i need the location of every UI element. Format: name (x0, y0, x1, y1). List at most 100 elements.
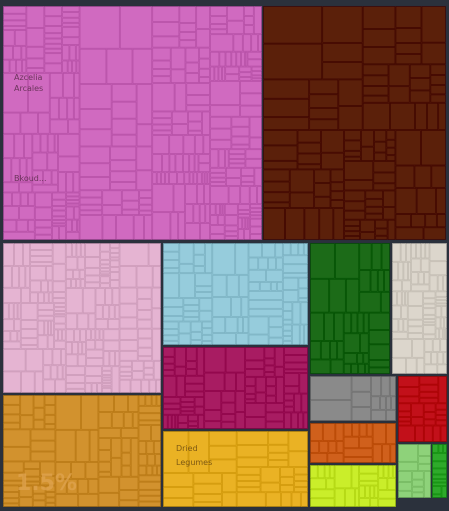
treemap-subcell (423, 322, 436, 325)
treemap-subcell (136, 84, 153, 125)
treemap-subcell (237, 229, 244, 240)
treemap-subcell (37, 320, 45, 336)
treemap-subcell (183, 305, 200, 312)
treemap-tile-grid-gold (163, 431, 308, 507)
treemap-subcell (72, 60, 77, 73)
treemap-subcell (189, 172, 194, 184)
treemap-subcell (245, 369, 265, 377)
treemap-subcell (298, 277, 308, 289)
treemap-subcell (33, 407, 45, 420)
treemap-subcell (343, 423, 352, 437)
treemap-subcell (392, 319, 399, 332)
treemap-subcell (199, 310, 213, 322)
treemap-subcell (80, 243, 85, 257)
treemap-subcell (381, 376, 390, 397)
treemap-subcell (152, 36, 180, 48)
treemap-subcell (59, 226, 66, 240)
treemap-subcell (373, 161, 396, 173)
treemap-subcell (195, 273, 213, 287)
treemap-subcell (65, 354, 78, 367)
treemap-subcell (245, 417, 266, 429)
treemap-subcell (227, 20, 244, 35)
treemap-subcell (210, 80, 240, 106)
treemap-subcell (185, 73, 199, 84)
treemap-subcell (111, 366, 120, 393)
treemap-subcell (95, 329, 100, 340)
treemap-subcell (233, 34, 243, 52)
treemap-subcell (26, 58, 45, 68)
treemap-subcell (268, 316, 283, 328)
treemap-subcell (266, 269, 283, 282)
treemap-subcell (23, 469, 40, 477)
treemap-subcell (310, 243, 335, 279)
treemap-subcell (171, 111, 188, 124)
treemap-subcell (274, 366, 284, 377)
treemap-subcell (66, 200, 80, 204)
treemap-subcell (225, 66, 240, 75)
treemap-subdivisions (3, 6, 447, 507)
treemap-subcell (102, 370, 112, 375)
treemap-subcell (228, 186, 241, 204)
treemap-subcell (19, 485, 33, 498)
treemap-subcell (374, 152, 387, 161)
treemap-subcell (383, 207, 396, 220)
treemap-subcell (210, 24, 227, 30)
treemap-subcell (201, 341, 213, 345)
treemap-subcell (412, 471, 424, 480)
treemap-subcell (55, 462, 71, 479)
treemap-subcell (201, 334, 213, 341)
treemap-subcell (197, 172, 202, 184)
treemap-subcell (282, 277, 299, 290)
treemap-subcell (436, 187, 446, 214)
treemap-subcell (440, 425, 447, 442)
treemap-subcell (79, 48, 107, 84)
treemap-subcell (49, 97, 59, 120)
treemap-subcell (398, 387, 420, 397)
treemap-subcell (435, 300, 447, 304)
treemap-subcell (375, 219, 388, 229)
treemap-subcell (268, 431, 289, 445)
treemap-subcell (55, 493, 79, 507)
treemap-subcell (407, 326, 423, 333)
treemap-subcell (186, 347, 197, 362)
treemap-subcell (212, 243, 236, 275)
treemap-subcell (50, 365, 58, 380)
treemap-subcell (55, 478, 67, 494)
treemap-subcell (52, 349, 61, 366)
treemap-subcell (250, 226, 262, 234)
treemap-subcell (228, 149, 246, 155)
treemap-subcell (62, 22, 80, 27)
treemap-subcell (114, 395, 128, 413)
treemap-subcell (110, 257, 120, 261)
treemap-subcell (235, 412, 245, 429)
treemap-subcell (395, 214, 411, 228)
treemap-subcell (26, 68, 45, 73)
treemap-subcell (378, 478, 388, 490)
treemap-subcell (250, 218, 262, 227)
treemap-subcell (441, 486, 447, 498)
treemap-subcell (26, 46, 45, 59)
treemap-subcell (395, 165, 415, 188)
treemap-subcell (432, 461, 447, 469)
treemap-subcell (225, 316, 238, 333)
treemap-subcell (152, 135, 170, 154)
treemap-subcell (210, 182, 226, 186)
treemap-subcell (421, 42, 446, 65)
treemap-subcell (30, 429, 56, 441)
treemap-subcell (201, 172, 205, 184)
treemap-subcell (263, 117, 310, 130)
treemap-subcell (381, 243, 390, 270)
treemap-subcell (204, 410, 222, 422)
treemap-subcell (392, 339, 412, 358)
treemap-subcell (435, 306, 442, 318)
treemap-subcell (72, 342, 79, 355)
treemap-subcell (282, 340, 292, 345)
treemap-subcell (250, 204, 262, 209)
treemap-subcell (32, 133, 41, 153)
treemap-subcell (111, 134, 137, 147)
treemap-subcell (378, 490, 396, 499)
treemap-subcell (155, 379, 161, 393)
treemap-subcell (185, 222, 200, 240)
treemap-subcell (320, 341, 330, 360)
